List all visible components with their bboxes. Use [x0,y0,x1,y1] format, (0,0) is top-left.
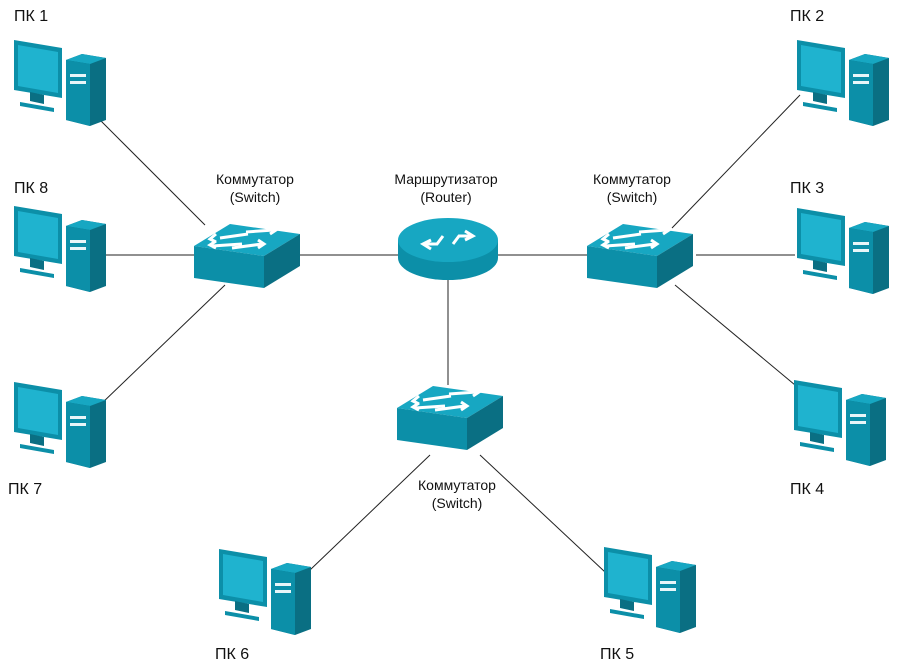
link-pc2-switch [671,94,801,229]
pc-8-icon [14,206,106,292]
link-pc1-switch [99,119,206,226]
link-pc4-switch [674,284,796,386]
pc-1-icon [14,40,106,126]
switch-right-icon [585,222,695,290]
pc-6-label: ПК 6 [215,646,250,663]
pc-7-label: ПК 7 [8,481,43,498]
pc-3-label: ПК 3 [790,180,825,197]
pc-4-icon [794,380,886,466]
pc-2-label: ПК 2 [790,8,825,25]
switch-left-label: Коммутатор (Switch) [180,170,330,206]
switch-right-label: Коммутатор (Switch) [557,170,707,206]
link-pc6-switch [309,454,431,571]
switch-right-sub: (Switch) [606,189,658,205]
router-sub: (Router) [420,189,472,205]
pc-5-label: ПК 5 [600,646,635,663]
switch-bottom-label: Коммутатор (Switch) [382,476,532,512]
pc-1-label: ПК 1 [14,8,49,25]
connections [99,94,801,573]
switch-left-icon [192,222,302,290]
switch-left-name: Коммутатор [216,171,294,187]
pc-6-icon [219,549,311,635]
pc-4-label: ПК 4 [790,481,825,498]
switch-bottom-name: Коммутатор [418,477,496,493]
switch-bottom-sub: (Switch) [431,495,483,511]
pc-8-label: ПК 8 [14,180,49,197]
switch-left-sub: (Switch) [229,189,281,205]
router-label: Маршрутизатор (Router) [366,170,526,206]
pc-2-icon [797,40,889,126]
switch-right-name: Коммутатор [593,171,671,187]
pc-5-icon [604,547,696,633]
pc-7-icon [14,382,106,468]
switch-bottom-icon [395,384,505,452]
link-pc5-switch [479,454,606,573]
pc-3-icon [797,208,889,294]
router-icon [396,216,500,282]
link-pc7-switch [99,284,226,406]
router-name: Маршрутизатор [394,171,498,187]
